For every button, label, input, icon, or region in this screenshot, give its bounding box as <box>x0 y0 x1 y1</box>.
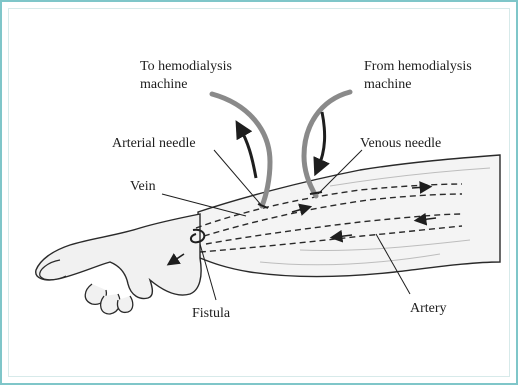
label-to-machine-line1: To hemodialysis <box>140 59 232 74</box>
label-vein: Vein <box>130 179 156 194</box>
from-machine-arrow <box>318 112 325 168</box>
to-machine-arrow <box>240 128 256 178</box>
label-arterial-needle: Arterial needle <box>112 136 196 151</box>
label-fistula: Fistula <box>192 306 231 321</box>
hand-shape <box>36 214 201 298</box>
arterial-tube <box>212 94 270 206</box>
vein-flow-arrow-2 <box>412 187 426 188</box>
label-from-machine-line2: machine <box>364 77 411 92</box>
label-venous-needle: Venous needle <box>360 136 441 151</box>
label-from-machine-line1: From hemodialysis <box>364 59 472 74</box>
label-to-machine-line2: machine <box>140 77 187 92</box>
label-artery: Artery <box>410 301 447 316</box>
